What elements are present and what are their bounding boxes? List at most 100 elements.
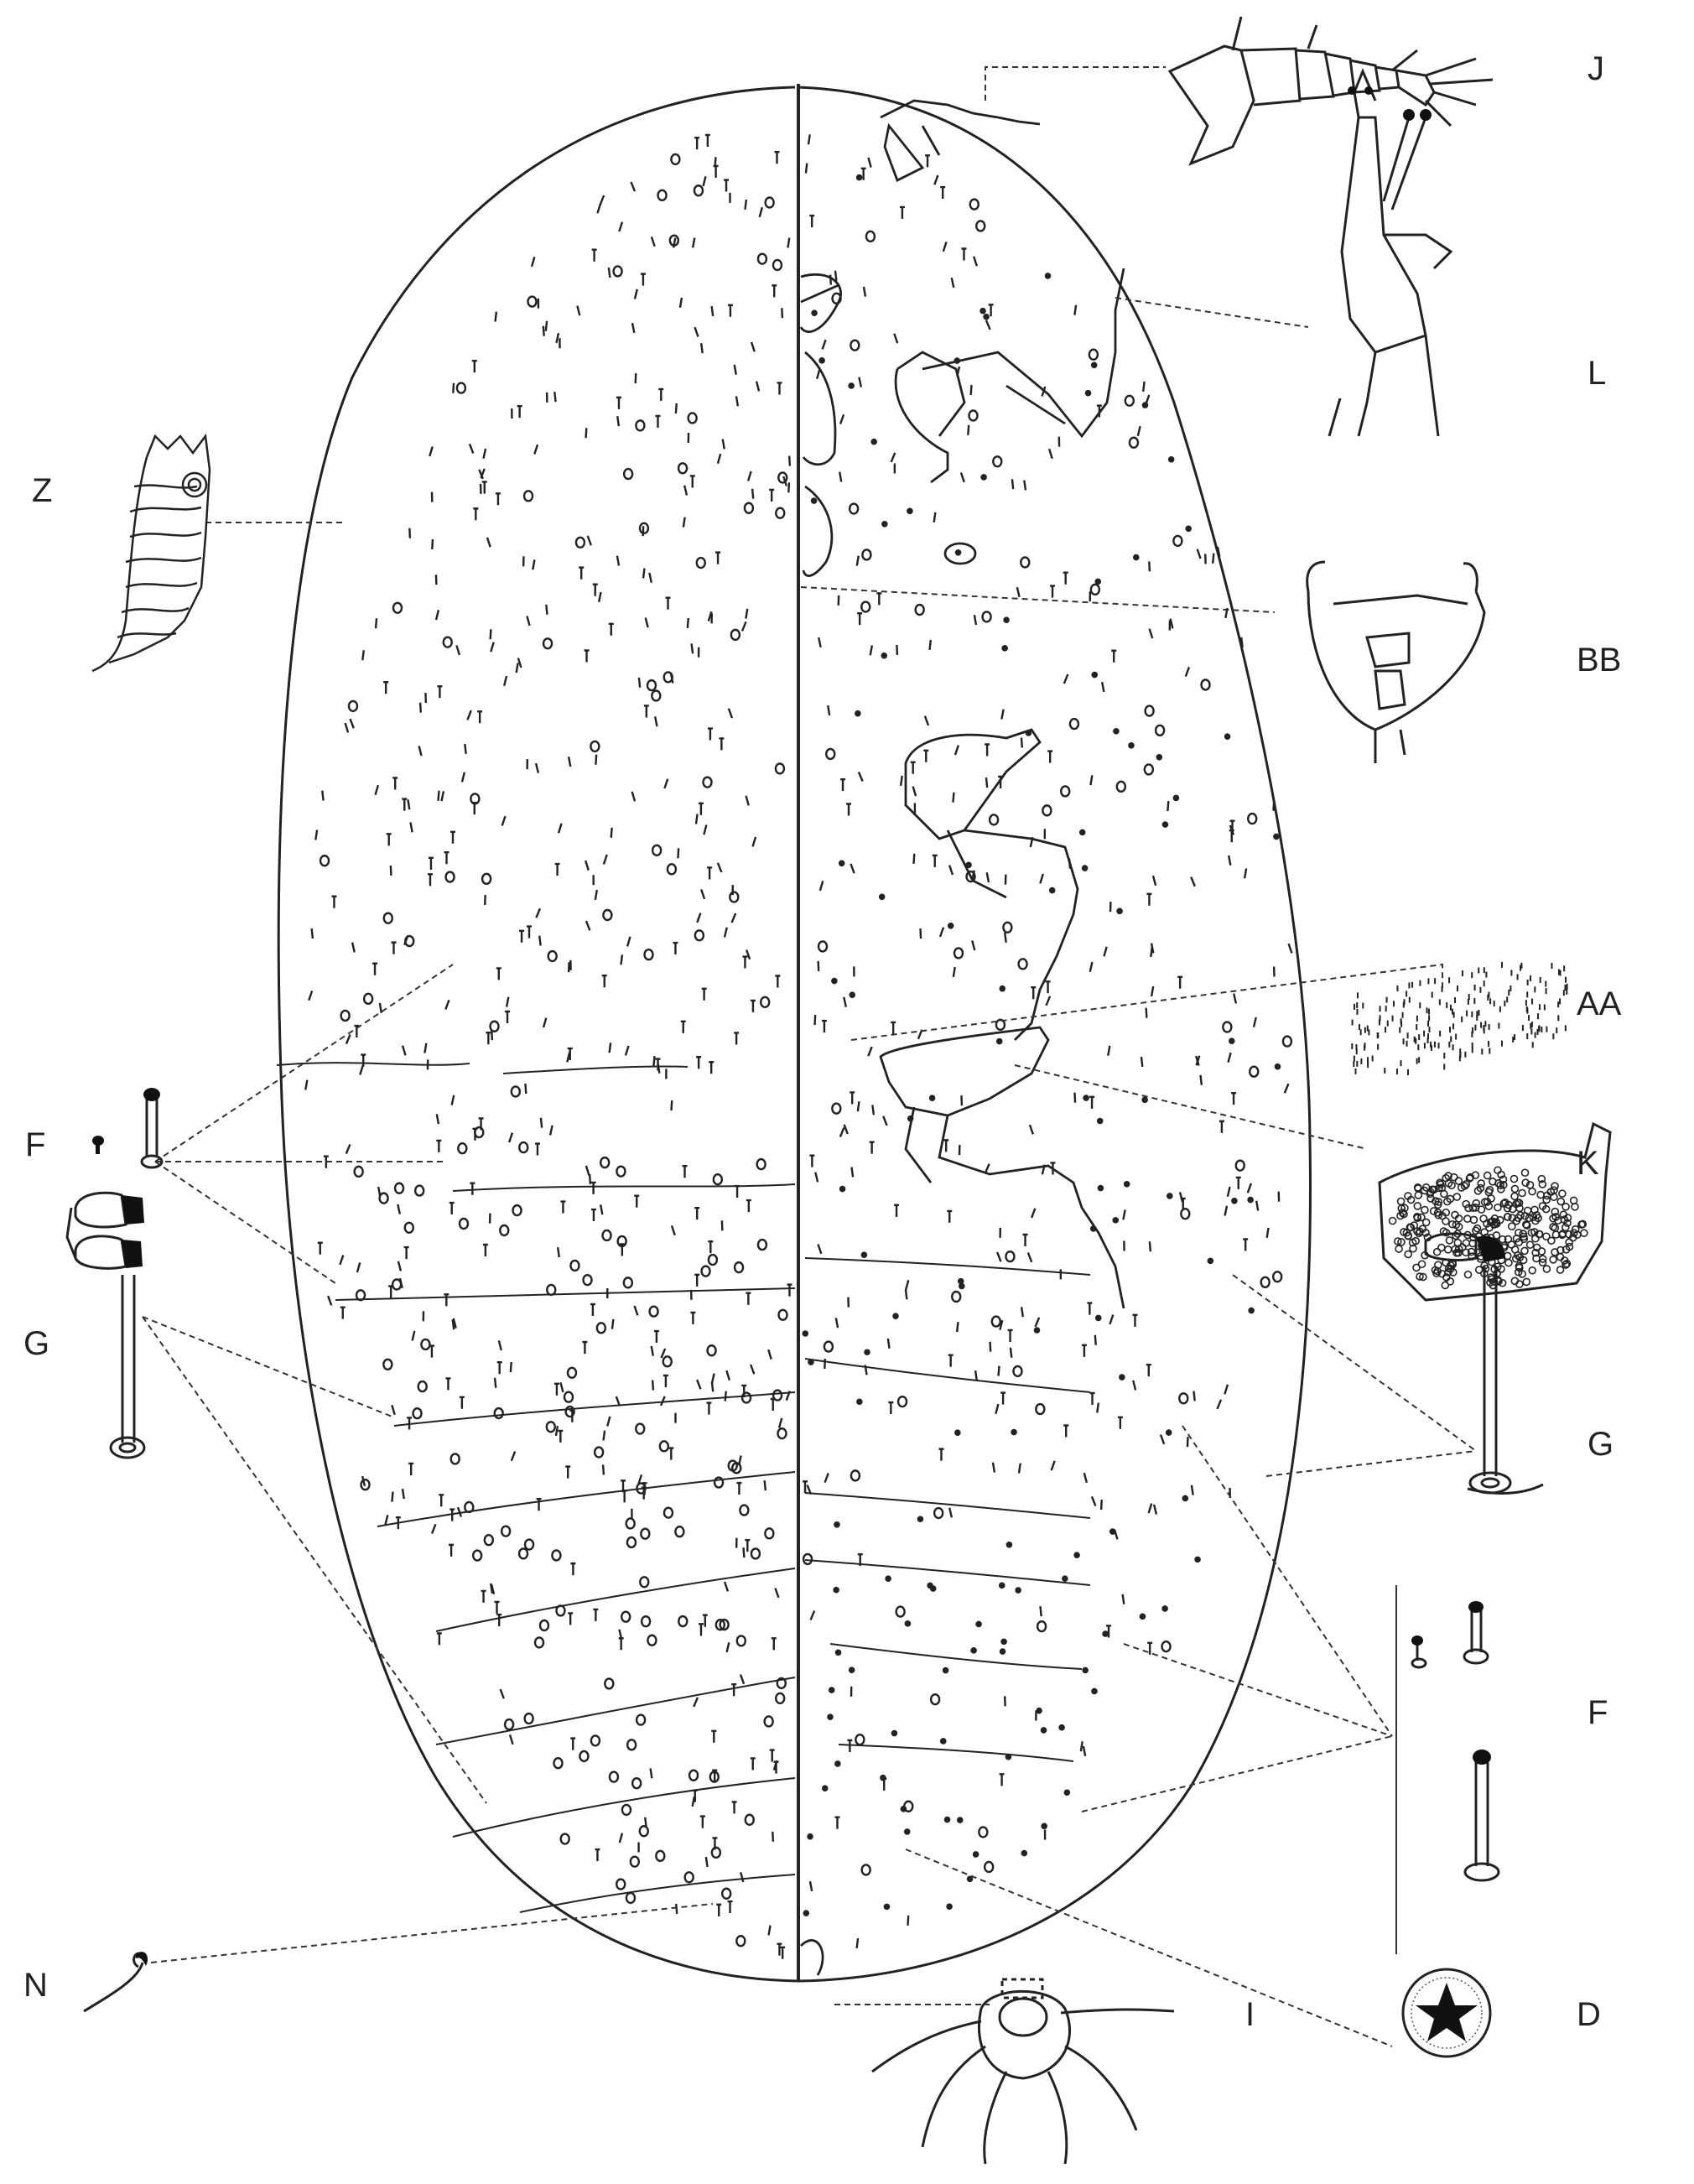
coxa-pore [1518,1270,1526,1278]
pore-mark [807,1833,813,1840]
pore-mark [1036,1707,1042,1714]
pore-mark [860,167,866,180]
pore-mark [855,1937,860,1949]
pore-mark [777,1417,783,1428]
pore-mark [693,1697,699,1708]
pore-mark [772,284,777,298]
pore-mark [943,1816,951,1823]
pore-mark [444,999,450,1010]
pore-mark [349,718,355,729]
pore-mark [678,1615,689,1628]
pore-mark [965,870,976,883]
pore-mark [1062,1575,1068,1582]
pore-mark [777,1942,782,1956]
antenna-detail [1167,16,1494,166]
pore-mark [870,438,877,445]
pore-mark [1005,1542,1013,1548]
pore-mark [607,267,611,278]
pore-mark [655,414,661,428]
pore-mark [442,636,453,648]
pore-mark [637,677,642,688]
coxa-pore [1516,1211,1525,1219]
coxa-pore [1395,1245,1403,1253]
pore-mark [440,791,445,802]
coxa-pore [1542,1195,1551,1204]
pore-mark [633,1305,639,1316]
pore-mark [397,1261,403,1271]
coxa-pore [1512,1234,1521,1243]
pore-seta-detail-left [65,1191,146,1459]
pore-mark [1167,1193,1173,1199]
coxa-pore [1495,1215,1504,1225]
pore-mark [391,941,397,954]
pore-mark [716,453,722,465]
coxa-pore [1571,1225,1580,1234]
pore-mark [959,1282,965,1290]
pore-mark [499,1688,505,1699]
pore-mark [668,1447,674,1460]
pore-mark [621,1490,627,1503]
pore-mark [840,777,846,792]
pore-mark [971,940,976,951]
pore-mark [602,854,608,865]
pore-mark [1063,673,1069,684]
coxa-pore [1487,1273,1495,1282]
coxa-pore [1525,1240,1535,1250]
pore-mark [831,1102,842,1115]
pore-mark [452,1318,457,1329]
pore-mark [1148,1241,1152,1252]
coxa-pore [1426,1194,1435,1203]
pore-mark [682,1165,688,1178]
pore-mark [494,1600,500,1614]
pore-mark [625,1891,637,1905]
pore-mark [340,1306,346,1319]
coxa-pore [1503,1251,1512,1261]
pore-mark [933,1506,944,1520]
pore-mark [1048,887,1056,894]
pore-mark [490,642,495,653]
pore-mark [984,1163,990,1174]
pore-mark [391,1404,396,1416]
pore-mark [742,955,748,969]
pore-mark [360,1479,371,1491]
pore-mark [981,611,992,623]
pore-mark [674,1526,685,1538]
pore-mark [566,1366,578,1380]
pore-mark [850,1167,855,1178]
pore-mark [706,1401,712,1415]
pore-mark [1231,1091,1237,1105]
pore-mark [593,1608,599,1621]
pore-mark [777,382,782,395]
pore-mark [821,1019,827,1033]
pore-mark [646,679,657,692]
pore-mark [772,1389,783,1401]
coxa-pore [1520,1246,1529,1256]
pore-mark [493,1377,497,1388]
pore-mark [1111,649,1117,663]
pore-mark [1145,1007,1148,1018]
pore-mark [680,1020,686,1033]
pore-mark [848,382,855,389]
coxa-pore [1536,1230,1544,1239]
pore-mark [436,1632,442,1646]
pore-mark [955,1322,959,1333]
pore-mark [899,205,905,219]
pore-mark [651,1380,655,1391]
pore-mark [616,1878,626,1890]
pore-mark [1152,1504,1158,1515]
pore-mark [635,419,646,432]
pore-mark [1119,1374,1125,1381]
pore-mark [356,1262,361,1273]
pore-mark [707,866,713,880]
pore-mark [456,1506,463,1517]
pore-mark [1096,1402,1100,1413]
pore-mark [988,304,994,317]
pore-mark [871,1105,876,1115]
pore-mark [710,305,714,317]
pore-mark [642,526,645,537]
pore-mark [988,814,1000,826]
pore-mark [512,1204,522,1217]
coxa-pore [1510,1192,1519,1201]
pore-mark [883,1903,891,1911]
pore-mark [1283,1083,1290,1094]
